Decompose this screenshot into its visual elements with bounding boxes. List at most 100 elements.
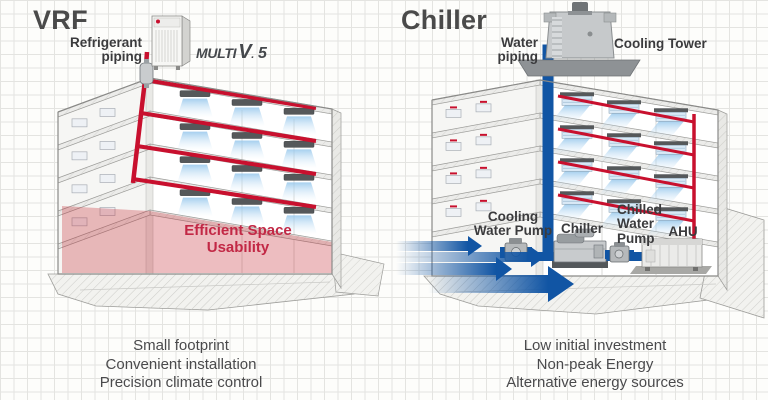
logo-v: V xyxy=(238,41,252,63)
chiller-building-diagram xyxy=(396,2,765,319)
ceiling-cassette-icon xyxy=(229,198,265,226)
chilled-water-pump-label: Chilled Water Pump xyxy=(617,202,663,246)
air-flow xyxy=(551,204,590,222)
water-flow-arrow-icon xyxy=(428,266,574,302)
air-flow xyxy=(177,131,213,151)
cooling-water-pump-label: Cooling Water Pump xyxy=(473,209,553,239)
floor-slab-hatch xyxy=(58,78,150,117)
chilled-water-pipe-branch xyxy=(557,127,695,157)
window xyxy=(475,103,492,113)
chiller-features: Low initial investment Non-peak Energy A… xyxy=(470,337,720,393)
ceiling-cassette-icon xyxy=(229,99,265,127)
refrigerant-pipe-branch xyxy=(140,111,317,143)
chiller-equipment-label: Chiller xyxy=(560,221,603,236)
ceiling-cassette-icon xyxy=(177,156,213,184)
ahu-icon xyxy=(630,238,712,274)
chiller-windows xyxy=(445,100,492,217)
chilled-water-pipe-branch xyxy=(557,160,695,190)
window xyxy=(71,151,88,161)
wall-pipe-mark xyxy=(450,205,457,208)
window xyxy=(445,208,462,217)
chilled-water-pipe-branch xyxy=(557,94,695,124)
wall-pipe-mark xyxy=(450,172,457,175)
logo-five: 5 xyxy=(258,45,267,62)
window xyxy=(71,118,88,128)
ceiling-cassette-icon xyxy=(177,123,213,151)
floor-slab-hatch xyxy=(540,146,718,181)
floor-slab-hatch xyxy=(58,111,150,150)
window xyxy=(445,142,462,151)
floor-slab-hatch xyxy=(432,212,540,237)
ceiling-cassette-icon xyxy=(177,189,213,217)
wall-pipe-mark xyxy=(450,139,457,142)
cooling-tower-label: Cooling Tower xyxy=(614,36,707,51)
air-flow xyxy=(598,113,637,131)
air-flow xyxy=(281,182,317,202)
wall-pipe-mark xyxy=(480,166,487,169)
ceiling-cassette-icon xyxy=(281,108,317,136)
refrigerant-piping-label: Refrigerant piping xyxy=(69,35,142,65)
window xyxy=(445,175,462,184)
cooling-tower-icon xyxy=(517,2,641,77)
air-flow xyxy=(598,146,637,164)
air-flow xyxy=(229,107,265,127)
ceiling-cassette-icon xyxy=(177,90,213,118)
lg-logo-dot xyxy=(156,19,160,24)
vrf-foundation xyxy=(47,251,385,311)
wall-pipe-mark xyxy=(480,199,487,202)
air-flow xyxy=(229,140,265,160)
vrf-indoor-units xyxy=(177,90,317,235)
efficient-space-highlight xyxy=(62,206,332,273)
ceiling-cassette-icon xyxy=(281,141,317,169)
chilled-water-pipe-branch xyxy=(557,193,695,223)
air-flow xyxy=(598,179,637,197)
air-flow xyxy=(281,116,317,136)
floor-slab-hatch xyxy=(432,113,540,138)
window xyxy=(475,169,492,179)
vrf-building-diagram xyxy=(47,15,385,311)
ceiling-cassette-icon xyxy=(229,132,265,160)
window xyxy=(99,108,116,117)
ceiling-cassette-icon xyxy=(281,174,317,202)
air-flow xyxy=(598,212,637,230)
air-flow xyxy=(551,105,590,123)
air-flow xyxy=(281,149,317,169)
logo-multi: MULTI xyxy=(196,45,237,61)
floor-slab-hatch xyxy=(432,80,540,105)
water-flow-arrow-icon xyxy=(396,236,482,256)
floor-slab-hatch xyxy=(540,80,718,115)
air-flow xyxy=(645,220,684,238)
chiller-feature-2: Non-peak Energy xyxy=(536,355,654,373)
air-flow xyxy=(229,206,265,226)
floor-slab-hatch xyxy=(540,212,718,247)
ceiling-cassette-icon xyxy=(281,207,317,235)
window xyxy=(445,109,462,118)
chiller-cut-wall-hatch xyxy=(718,110,727,290)
window xyxy=(99,141,116,150)
floor-slab-hatch xyxy=(58,210,150,249)
vrf-features: Small footprint Convenient installation … xyxy=(58,337,304,393)
window xyxy=(99,207,116,216)
chiller-title: Chiller xyxy=(401,5,488,35)
floor-slab-hatch xyxy=(540,179,718,214)
chiller-feature-3: Alternative energy sources xyxy=(506,374,684,392)
chiller-feature-1: Low initial investment xyxy=(523,337,667,354)
air-flow xyxy=(281,215,317,235)
efficient-space-label: Efficient Space Usability xyxy=(184,222,292,257)
air-flow xyxy=(551,171,590,189)
ceiling-cassette-icon xyxy=(229,165,265,193)
refrigerant-pipe-branch xyxy=(144,78,317,110)
water-piping-label: Water piping xyxy=(497,35,539,65)
vrf-windows xyxy=(71,108,116,227)
window xyxy=(71,217,88,227)
air-flow xyxy=(551,138,590,156)
vrf-feature-1: Small footprint xyxy=(133,337,229,354)
air-flow xyxy=(177,197,213,217)
air-flow xyxy=(177,98,213,118)
air-flow xyxy=(645,154,684,172)
water-flow-arrow-icon xyxy=(396,247,545,267)
floor-slab-hatch xyxy=(432,146,540,171)
